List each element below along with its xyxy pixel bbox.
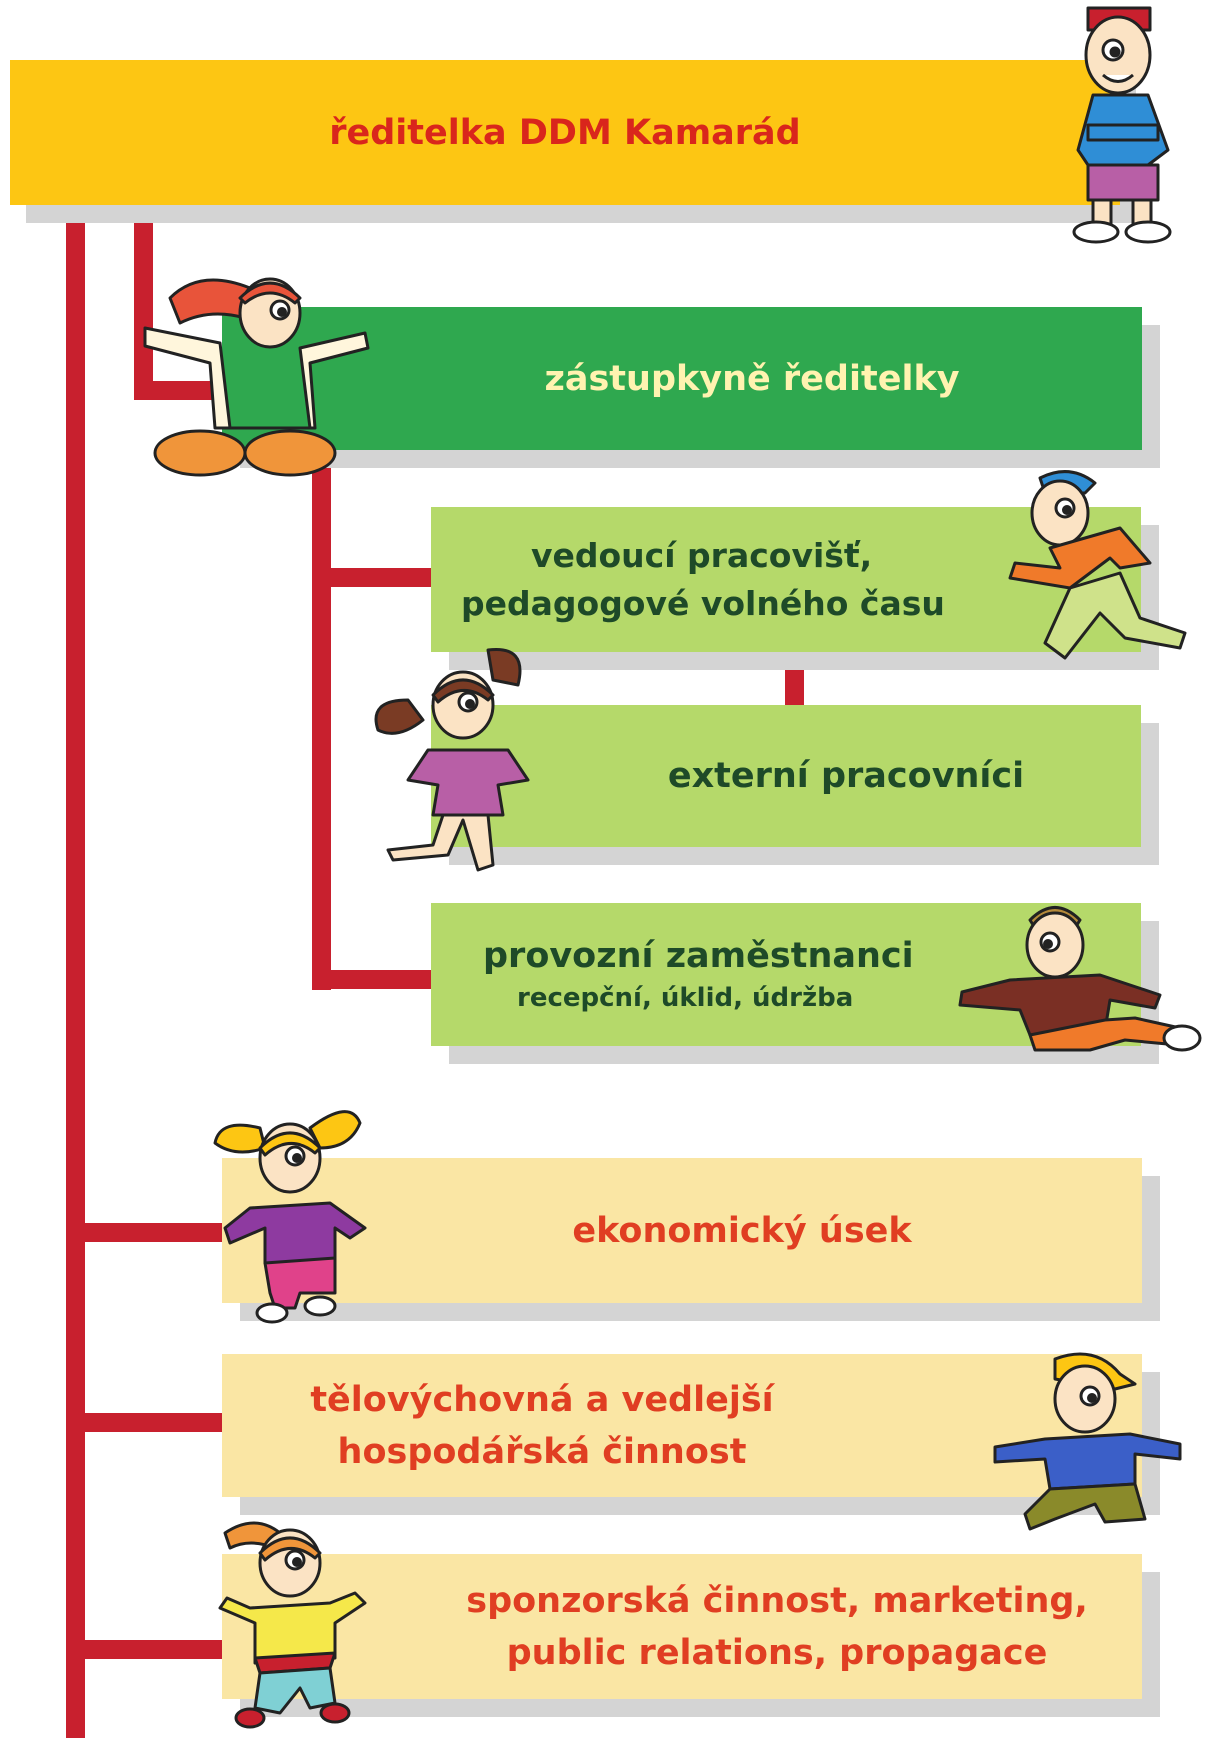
- cartoon-girl-waving-icon: [143, 277, 370, 477]
- director-box: ředitelka DDM Kamarád: [10, 60, 1120, 205]
- cartoon-boy-cap-icon: [993, 1352, 1182, 1531]
- cartoon-girl-dancing-icon: [374, 647, 530, 872]
- heads-label-line1: vedoucí pracovišť,: [531, 535, 873, 575]
- cartoon-boy-sitting-icon: [958, 906, 1202, 1052]
- cartoon-girl-pigtails-icon: [213, 1110, 367, 1324]
- connector-sponsorship-horizontal: [66, 1640, 226, 1659]
- connector-staff-trunk: [312, 455, 331, 990]
- operations-box: provozní zaměstnanci recepční, úklid, úd…: [431, 903, 1141, 1046]
- sports-label-line2: hospodářská činnost: [337, 1431, 747, 1472]
- external-label: externí pracovníci: [667, 756, 1025, 796]
- operations-label-line1: provozní zaměstnanci: [483, 935, 914, 976]
- director-label: ředitelka DDM Kamarád: [329, 112, 801, 153]
- external-box: externí pracovníci: [431, 705, 1141, 847]
- connector-heads-horizontal: [312, 568, 432, 587]
- sponsorship-label-line2: public relations, propagace: [506, 1632, 1048, 1673]
- deputy-box: zástupkyně ředitelky: [222, 307, 1142, 450]
- heads-box: vedoucí pracovišť, pedagogové volného ča…: [431, 507, 1141, 652]
- sports-label-line1: tělovýchovná a vedlejší: [310, 1379, 774, 1420]
- sports-box: tělovýchovná a vedlejší hospodářská činn…: [222, 1354, 1142, 1497]
- connector-deputy-vertical: [134, 208, 153, 400]
- connector-main-trunk: [66, 208, 85, 1738]
- operations-label-line2: recepční, úklid, údržba: [517, 982, 854, 1013]
- cartoon-boy-arms-crossed-icon: [1072, 6, 1172, 244]
- cartoon-girl-walking-icon: [218, 1521, 367, 1729]
- sponsorship-label-line1: sponzorská činnost, marketing,: [466, 1580, 1088, 1621]
- sponsorship-box: sponzorská činnost, marketing, public re…: [222, 1554, 1142, 1699]
- connector-sports-horizontal: [66, 1413, 226, 1432]
- connector-deputy-horizontal: [134, 381, 234, 400]
- heads-label-line2: pedagogové volného času: [461, 583, 945, 623]
- deputy-label: zástupkyně ředitelky: [544, 358, 960, 399]
- connector-operations-horizontal: [312, 970, 432, 989]
- economic-box: ekonomický úsek: [222, 1158, 1142, 1303]
- economic-label: ekonomický úsek: [572, 1210, 912, 1251]
- cartoon-boy-running-icon: [1008, 470, 1187, 660]
- connector-economic-horizontal: [66, 1223, 226, 1242]
